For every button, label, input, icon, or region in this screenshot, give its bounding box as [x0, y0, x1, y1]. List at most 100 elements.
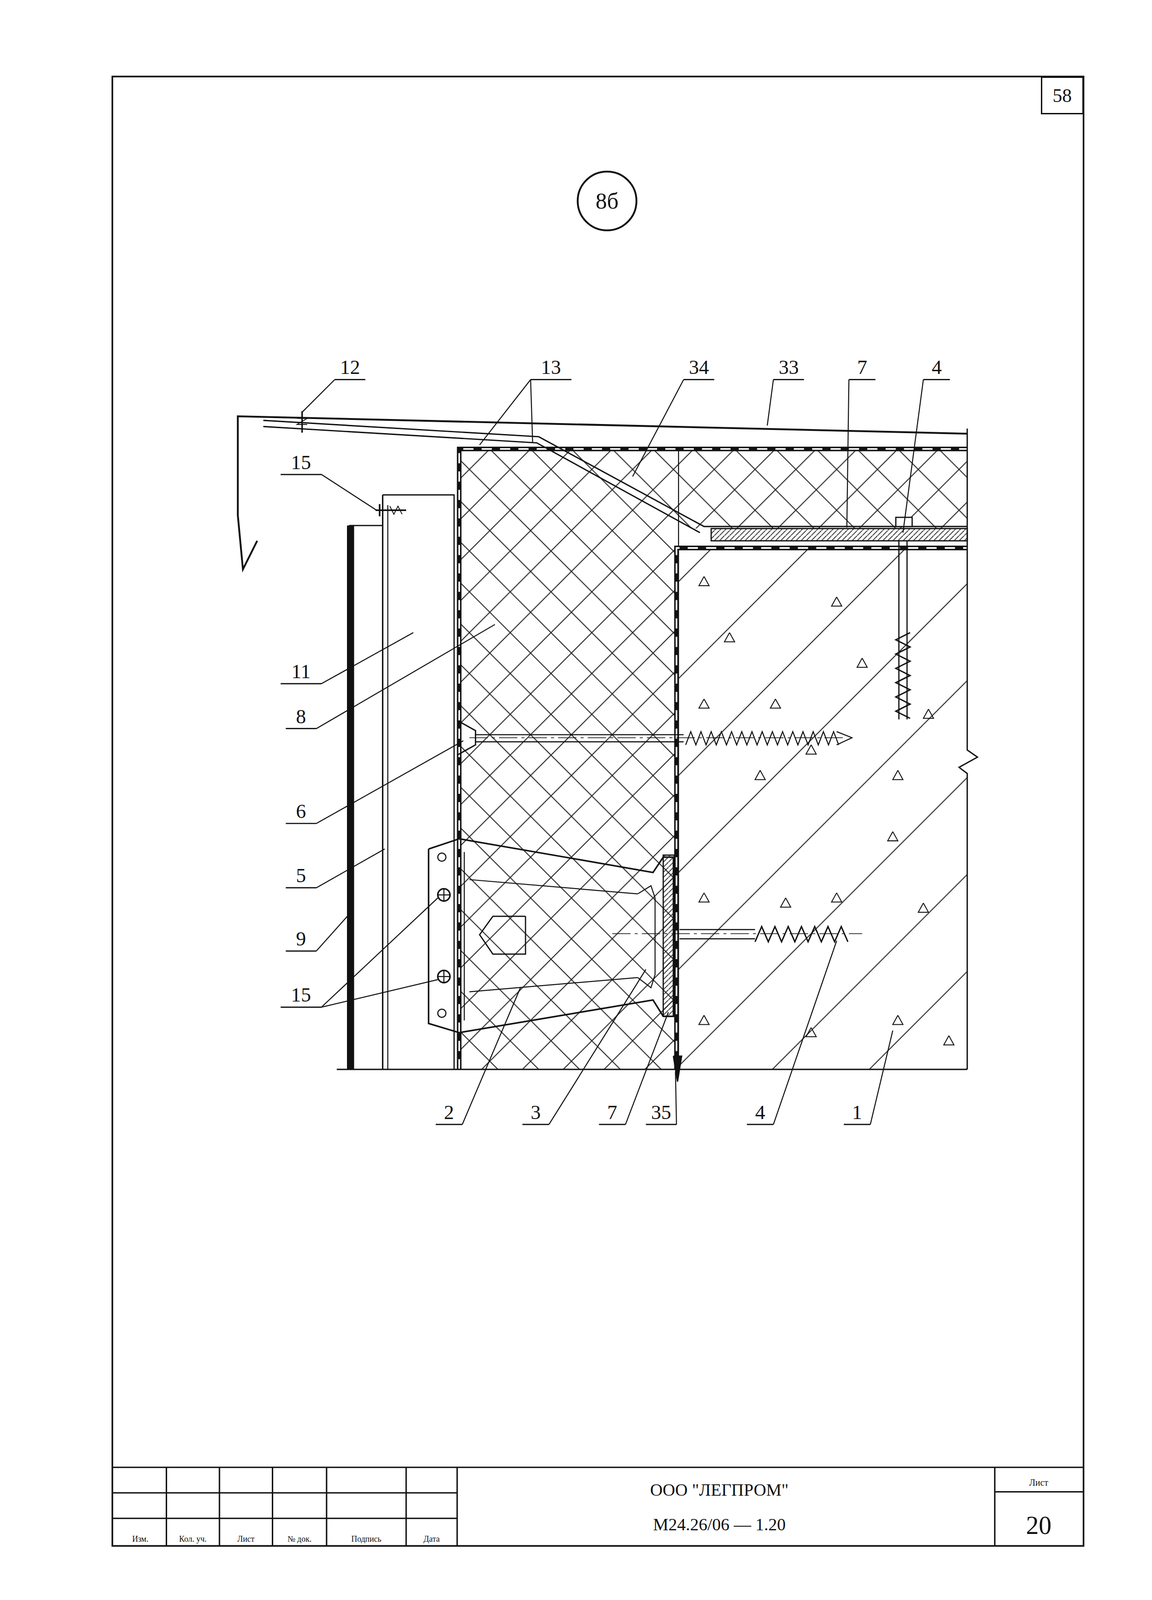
callout-number: 12: [340, 357, 361, 378]
wind-membrane: [458, 448, 968, 1070]
bracket-rib: [469, 977, 638, 992]
leader-line: [530, 379, 533, 443]
leader-line: [321, 474, 377, 510]
label-shelf: [435, 1123, 463, 1126]
aggregate-mark: [698, 576, 709, 586]
leader-line: [479, 379, 531, 445]
rivet-cross: [443, 970, 445, 983]
aggregate-mark: [831, 596, 842, 607]
callout-number: 7: [857, 357, 868, 378]
insulation-top: [678, 448, 968, 529]
aggregate-mark: [923, 708, 934, 719]
table-rule: [405, 1467, 407, 1546]
leader-line: [773, 940, 837, 1125]
label-shelf: [285, 886, 317, 889]
label-shelf: [923, 378, 950, 381]
leader-line: [321, 632, 414, 684]
support-strip: [263, 420, 968, 527]
screw-thread: [389, 505, 403, 515]
table-cell: Лист: [237, 1534, 255, 1543]
anchor-dowel: [754, 926, 848, 942]
label-shelf: [530, 378, 572, 381]
leader-line: [549, 968, 647, 1125]
circle-outline: [577, 171, 637, 231]
waterproof-membrane-dash: [676, 547, 968, 1070]
aggregate-mark: [892, 770, 903, 780]
label-shelf: [280, 473, 322, 475]
table-cell: Кол. уч.: [178, 1534, 207, 1543]
label-shelf: [280, 1006, 322, 1008]
detail-number: 8б: [595, 189, 619, 213]
rivet: [437, 888, 450, 901]
construction-detail: [112, 76, 1084, 1546]
break-line: [958, 428, 978, 1070]
aggregate-mark: [887, 831, 898, 841]
aggregate-mark: [780, 897, 791, 908]
table-rule: [112, 1466, 1084, 1468]
table-rule: [326, 1467, 328, 1546]
callout-number: 13: [540, 357, 561, 378]
callout-number: 33: [778, 357, 799, 378]
rivet-cross: [443, 888, 445, 901]
table-cell: М24.26/06 — 1.20: [652, 1515, 786, 1533]
top-plate: [711, 528, 968, 541]
callout-number: 5: [295, 865, 306, 886]
callout-number: 9: [295, 928, 306, 949]
section-cut: [336, 1068, 968, 1071]
aggregate-mark: [754, 770, 765, 780]
table-rule: [165, 1467, 168, 1546]
leader-line: [316, 848, 385, 888]
aggregate-mark: [805, 744, 816, 755]
label-shelf: [848, 378, 876, 381]
callout-number: 3: [530, 1102, 541, 1123]
label-shelf: [683, 378, 714, 381]
label-shelf: [598, 1123, 626, 1126]
aggregate-mark: [831, 892, 842, 902]
aggregate-mark: [856, 657, 867, 668]
screw-thread: [296, 418, 307, 425]
anchor-dowel: [895, 632, 910, 719]
screw-head: [378, 504, 381, 517]
bracket-bend: [637, 885, 656, 988]
facade-panel: [346, 525, 355, 1070]
bracket-hole: [437, 1009, 446, 1018]
table-cell: 20: [1025, 1512, 1052, 1538]
callout-number: 15: [290, 452, 311, 473]
label-shelf: [746, 1123, 774, 1126]
rivet: [437, 970, 450, 983]
bracket-edge: [463, 851, 465, 1021]
waterproof-membrane: [676, 547, 968, 1070]
aggregate-mark: [918, 902, 929, 913]
callout-number: 4: [754, 1102, 765, 1123]
table-rule: [993, 1467, 996, 1546]
leader-line: [301, 379, 335, 413]
callout-number: 7: [607, 1102, 618, 1123]
concrete-wall: [678, 547, 968, 1070]
aggregate-mark: [805, 1027, 816, 1037]
aggregate-mark: [943, 1035, 954, 1045]
table-cell: Подпись: [351, 1534, 382, 1543]
leader-line: [316, 740, 464, 824]
label-shelf: [280, 683, 322, 685]
leader-line: [902, 379, 924, 533]
anchor-rod: [898, 540, 900, 719]
anchor-rod: [679, 928, 755, 930]
aggregate-mark: [698, 698, 709, 709]
page-number: 58: [1052, 86, 1072, 106]
callout-number: 1: [851, 1102, 862, 1123]
dowel-shank: [475, 734, 684, 735]
detail-marker: 8б: [576, 170, 638, 232]
guide-profile: [387, 504, 389, 1070]
table-rule: [271, 1467, 274, 1546]
leader-line: [321, 979, 438, 1007]
label-shelf: [522, 1123, 549, 1126]
leader-lines: [280, 379, 950, 1125]
leader-line: [462, 987, 521, 1125]
guide-profile: [382, 494, 454, 1070]
label-shelf: [285, 822, 317, 825]
leader-line: [321, 897, 438, 1008]
leader-line: [316, 912, 351, 951]
aggregate-mark: [698, 1014, 709, 1025]
table-cell: Изм.: [132, 1534, 149, 1543]
